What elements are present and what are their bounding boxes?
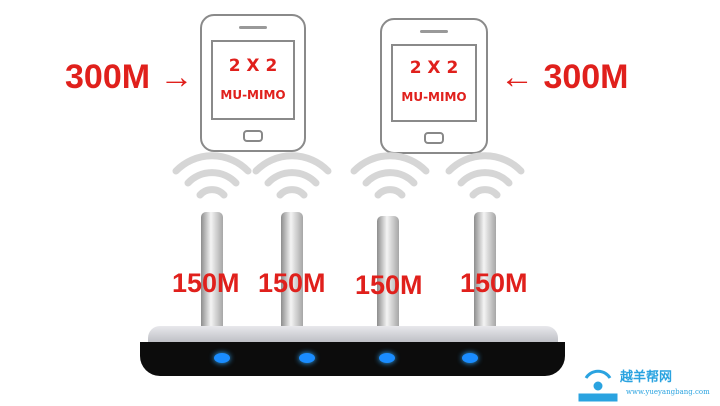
antenna-speed-label: 150M	[172, 268, 240, 298]
wifi-icon	[252, 152, 332, 199]
left-speed-text: 300M	[65, 58, 151, 96]
phone-left: 2 X 2 MU-MIMO	[200, 14, 306, 152]
watermark-logo: 越羊帮网 www.yueyangbang.com	[578, 362, 718, 402]
router-top	[148, 326, 558, 346]
watermark-name: 越羊帮网	[620, 370, 673, 385]
left-speed-label: 300M →	[65, 58, 194, 97]
phone-right: 2 X 2 MU-MIMO	[380, 18, 488, 154]
led-icon	[214, 353, 230, 363]
antenna-speed-label: 150M	[460, 268, 528, 298]
antenna	[281, 212, 303, 332]
led-icon	[462, 353, 478, 363]
antenna-speed-label: 150M	[355, 270, 423, 300]
router-front	[140, 342, 565, 376]
phone-line1: 2 X 2	[228, 56, 278, 76]
phone-line1: 2 X 2	[409, 58, 459, 78]
wifi-icon	[445, 152, 525, 199]
speaker-icon	[420, 30, 448, 33]
wifi-icon	[172, 152, 252, 199]
phone-line2: MU-MIMO	[401, 90, 467, 104]
phone-screen: 2 X 2 MU-MIMO	[211, 40, 295, 120]
right-speed-label: ← 300M	[500, 58, 629, 97]
wifi-icon	[350, 152, 430, 199]
led-icon	[379, 353, 395, 363]
home-button-icon	[243, 130, 263, 142]
antenna	[474, 212, 496, 332]
wifi-logo-icon	[578, 369, 618, 402]
antenna	[201, 212, 223, 332]
right-speed-text: 300M	[543, 58, 629, 96]
arrow-left-icon: ←	[500, 58, 534, 96]
home-button-icon	[424, 132, 444, 144]
phone-line2: MU-MIMO	[220, 88, 286, 102]
antenna-speed-label: 150M	[258, 268, 326, 298]
led-icon	[299, 353, 315, 363]
speaker-icon	[239, 26, 267, 29]
antenna	[377, 216, 399, 332]
phone-screen: 2 X 2 MU-MIMO	[391, 44, 477, 122]
arrow-right-icon: →	[159, 58, 194, 96]
watermark-url: www.yueyangbang.com	[626, 388, 710, 396]
